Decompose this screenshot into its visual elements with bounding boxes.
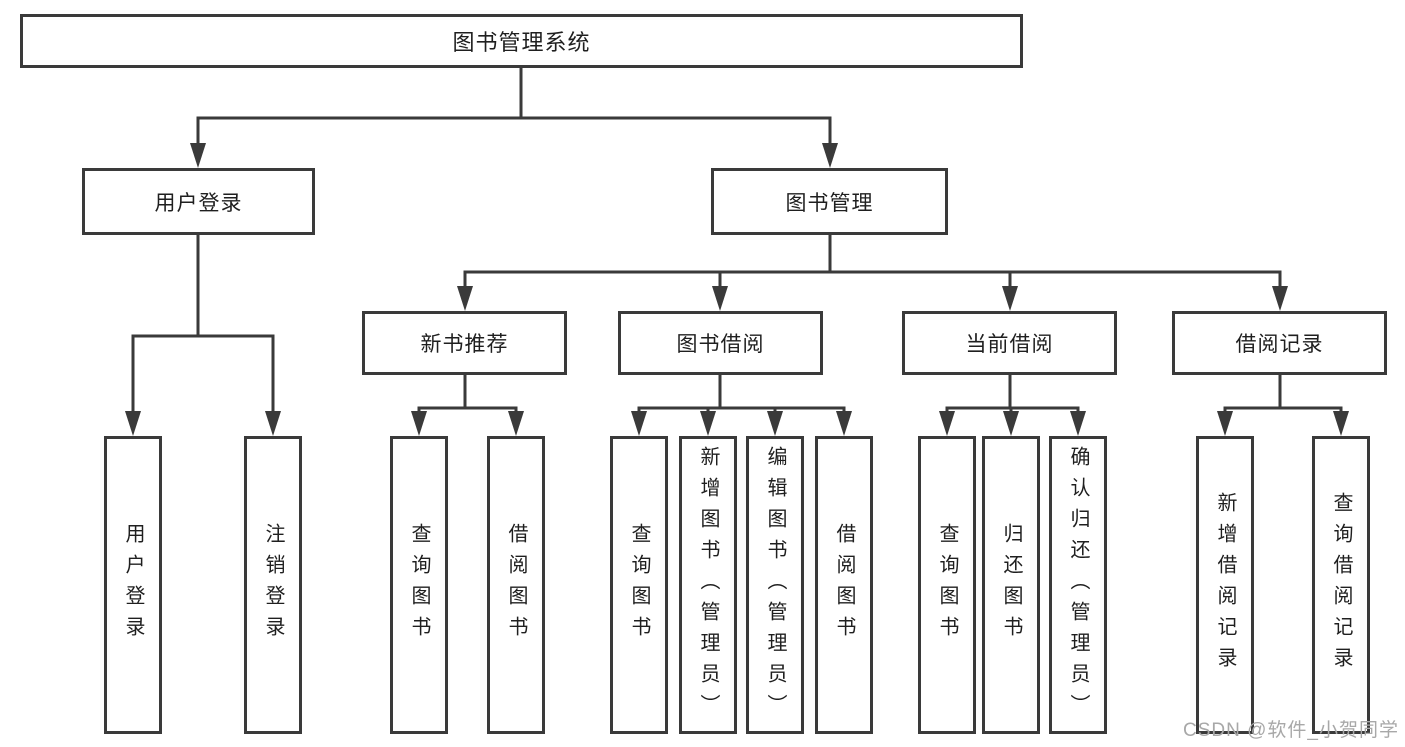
leaf-query-borrow-record-label: 查询借阅记录 [1330, 492, 1352, 678]
leaf-confirm-return-admin: 确认归还（管理员） [1049, 436, 1107, 734]
node-book-borrowing: 图书借阅 [618, 311, 823, 375]
leaf-logout: 注销登录 [244, 436, 302, 734]
leaf-borrow-books-recommend: 借阅图书 [487, 436, 545, 734]
node-book-management-branch: 图书管理 [711, 168, 948, 235]
leaf-query-books-recommend-label: 查询图书 [408, 523, 430, 647]
leaf-return-books-label: 归还图书 [1000, 523, 1022, 647]
leaf-query-borrow-record: 查询借阅记录 [1312, 436, 1370, 734]
leaf-return-books: 归还图书 [982, 436, 1040, 734]
leaf-add-borrow-record: 新增借阅记录 [1196, 436, 1254, 734]
leaf-edit-books-admin-label: 编辑图书（管理员） [764, 445, 786, 725]
leaf-query-books-current: 查询图书 [918, 436, 976, 734]
leaf-query-books-borrow: 查询图书 [610, 436, 668, 734]
node-library-management-system: 图书管理系统 [20, 14, 1023, 68]
leaf-borrow-books-label: 借阅图书 [833, 523, 855, 647]
leaf-add-books-admin: 新增图书（管理员） [679, 436, 737, 734]
leaf-add-books-admin-label: 新增图书（管理员） [697, 445, 719, 725]
leaf-query-books-recommend: 查询图书 [390, 436, 448, 734]
node-borrowing-records: 借阅记录 [1172, 311, 1387, 375]
leaf-query-books-borrow-label: 查询图书 [628, 523, 650, 647]
leaf-query-books-current-label: 查询图书 [936, 523, 958, 647]
node-current-borrowing: 当前借阅 [902, 311, 1117, 375]
leaf-confirm-return-admin-label: 确认归还（管理员） [1067, 445, 1089, 725]
leaf-add-borrow-record-label: 新增借阅记录 [1214, 492, 1236, 678]
leaf-borrow-books: 借阅图书 [815, 436, 873, 734]
leaf-borrow-books-recommend-label: 借阅图书 [505, 523, 527, 647]
node-new-book-recommendation: 新书推荐 [362, 311, 567, 375]
leaf-edit-books-admin: 编辑图书（管理员） [746, 436, 804, 734]
leaf-user-login: 用户登录 [104, 436, 162, 734]
node-user-login-branch: 用户登录 [82, 168, 315, 235]
csdn-watermark: CSDN @软件_小贺同学 [1183, 720, 1399, 741]
leaf-user-login-label: 用户登录 [122, 523, 144, 647]
leaf-logout-label: 注销登录 [262, 523, 284, 647]
